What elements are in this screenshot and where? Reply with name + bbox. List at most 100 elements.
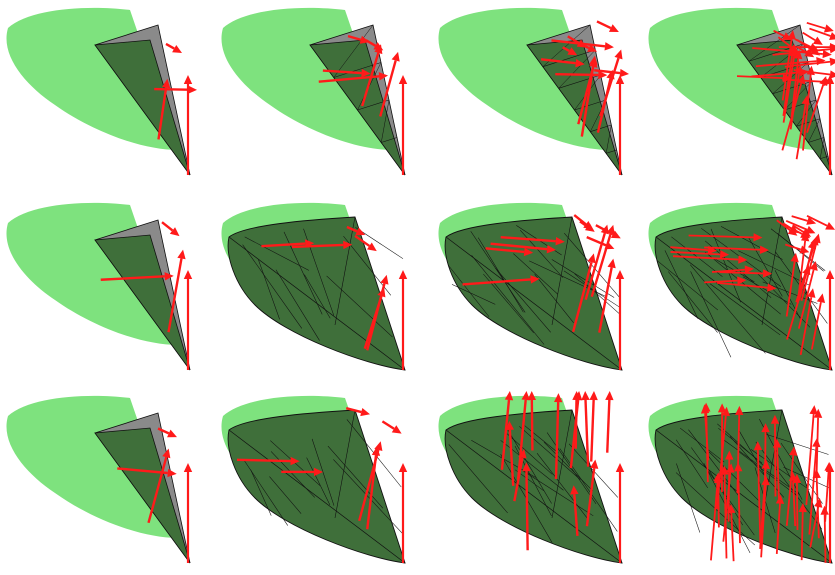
vector-shaft [796,482,799,530]
mesh-dark-face [94,39,191,176]
mesh-edge [738,250,811,286]
mesh-edge [506,433,553,475]
vector-head [822,49,832,59]
mesh-fitted-surface [654,409,833,564]
mesh-edge [513,253,559,295]
vector-head [518,448,527,459]
vector-head [794,64,804,75]
vector-head [823,77,834,86]
vector-shaft [704,279,738,284]
panel-svg [648,7,835,176]
mesh-edge [796,118,821,127]
mesh-edge [470,231,526,313]
vector-head [359,35,370,44]
mesh-edge [551,216,573,326]
vector-head [761,459,770,470]
mesh-edge [784,99,817,111]
mesh-edge [761,216,783,326]
mesh-edge [675,439,708,489]
vector-shaft [574,399,578,449]
vector-head [804,48,815,58]
mesh-edge [558,49,596,89]
vector-shaft [551,39,606,48]
mesh-edge [326,275,393,338]
vector-shaft [782,78,825,83]
mesh-edge [445,236,623,371]
mesh-edge [667,271,718,333]
vector-head [374,441,383,452]
mesh-dark-face [94,234,191,371]
vector-shaft [530,399,534,451]
mesh-edge [664,250,699,319]
vector-shaft [806,21,826,30]
mesh-edge [275,269,320,341]
vector-shaft [759,468,767,550]
vector-head [726,463,735,473]
mesh-edge [304,274,331,319]
mesh-edge [691,447,755,536]
vector-shaft [717,281,768,289]
mesh-edge [306,457,331,506]
vector-head [398,75,408,84]
vector-head [589,391,598,401]
panel-svg [648,202,835,371]
vector-shaft [800,242,818,302]
vector-shaft [157,427,170,435]
vector-shaft [799,296,813,356]
vector-shaft [782,55,793,117]
vector-shaft [785,219,808,231]
vector-shaft [806,215,828,227]
vector-head [169,227,180,237]
vector-shaft [736,414,741,494]
panel-group [438,391,625,564]
mesh-edge [495,267,551,333]
vector-head [761,423,770,433]
vector-shaft [598,267,613,333]
vector-shaft [596,20,612,30]
vector-shaft [571,261,593,333]
vector-head [767,283,777,292]
mesh-edge [704,251,781,315]
vector-head [161,78,171,89]
mesh-edge [333,24,374,78]
vector-head [366,242,377,252]
vector-shaft [672,255,739,261]
mesh-edge [244,236,309,271]
vector-head [172,44,183,54]
vector-shaft [322,69,362,75]
mesh-edge [523,470,594,517]
vector-shaft [809,506,820,548]
vector-shaft [580,64,595,137]
vector-shaft [809,27,831,37]
vector-head [829,32,835,40]
vector-head [816,56,826,66]
vector-head [814,498,823,508]
mesh-edge [723,439,801,496]
vector-shaft [567,35,580,45]
vector-head [719,250,730,259]
vector-head [812,437,821,448]
vector-shaft [823,514,827,563]
mesh-edge [759,418,803,500]
vector-head [809,405,818,415]
mesh-edge [690,264,766,354]
vector-shaft [760,484,767,558]
vector-shaft [363,295,383,350]
vector-head [808,43,819,51]
mesh-edge [448,444,508,514]
panel-r2c4 [642,195,835,380]
vector-head [735,405,744,416]
mesh-edge [269,476,302,514]
mesh-edge [543,441,594,492]
mesh-edge [327,445,384,509]
mesh-fitted-surface [654,216,833,371]
vector-head [360,407,371,417]
vector-shaft [167,258,183,333]
vector-head [806,65,815,76]
vector-shaft [737,471,741,544]
mesh-edge [574,273,621,315]
mesh-edge [559,448,618,532]
mesh-edge [708,451,761,503]
vector-shaft [540,58,576,65]
vector-shaft [773,29,785,37]
